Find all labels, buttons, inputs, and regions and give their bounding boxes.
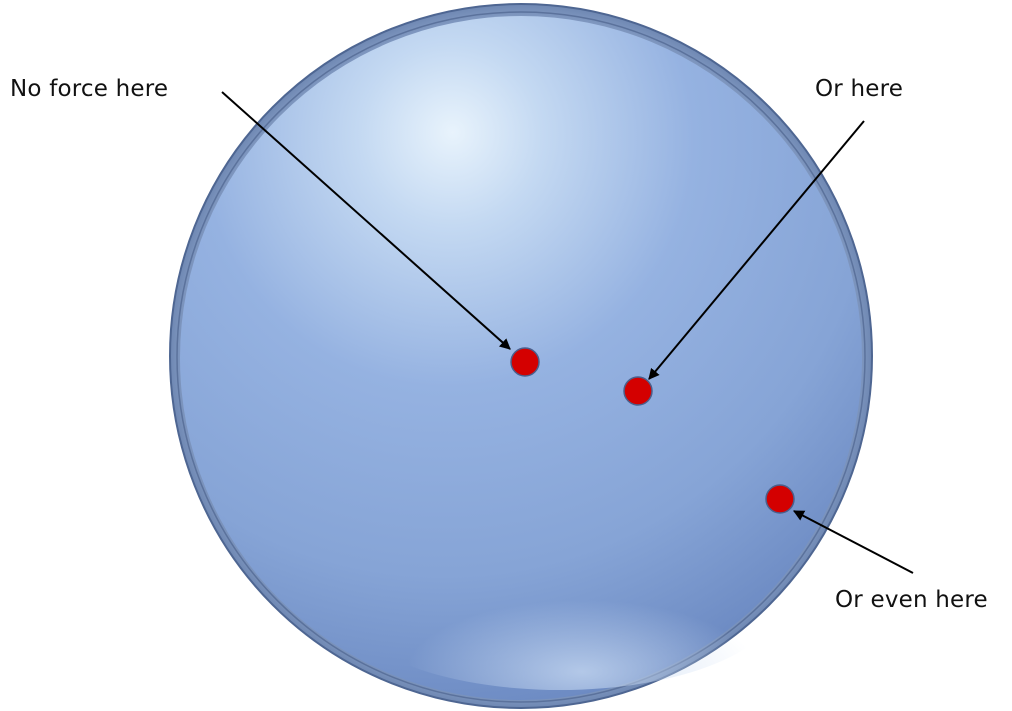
test-points — [510, 347, 795, 514]
point-center — [510, 347, 540, 377]
label-or-even-here: Or even here — [835, 587, 988, 613]
arrow-or-even-here — [793, 510, 914, 574]
sphere-rim-edge — [176, 11, 866, 703]
label-or-here: Or here — [815, 76, 904, 102]
arrows — [221, 91, 914, 574]
arrow-no-force — [221, 91, 511, 350]
label-no-force-here: No force here — [10, 76, 169, 102]
point-near-shell — [765, 484, 795, 514]
sphere-bottom-glow — [340, 510, 780, 690]
arrow-or-here — [648, 120, 865, 380]
point-off-center — [623, 376, 653, 406]
